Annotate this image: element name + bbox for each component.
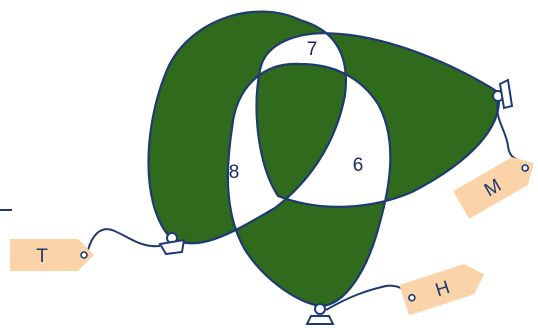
- tag-t-label: T: [36, 246, 48, 267]
- string-t: [88, 229, 160, 250]
- knot-h-icon: [307, 304, 333, 324]
- tag-h-hole: [408, 294, 416, 302]
- tag-m: M: [453, 149, 538, 219]
- region-t-h-label: 8: [229, 162, 240, 183]
- tag-t: T: [10, 239, 94, 271]
- string-m: [497, 101, 518, 160]
- tag-t-hole: [81, 252, 87, 258]
- tag-h: H: [399, 259, 489, 315]
- region-m-h-label: 6: [353, 155, 364, 176]
- region-t-m-label: 7: [307, 39, 318, 60]
